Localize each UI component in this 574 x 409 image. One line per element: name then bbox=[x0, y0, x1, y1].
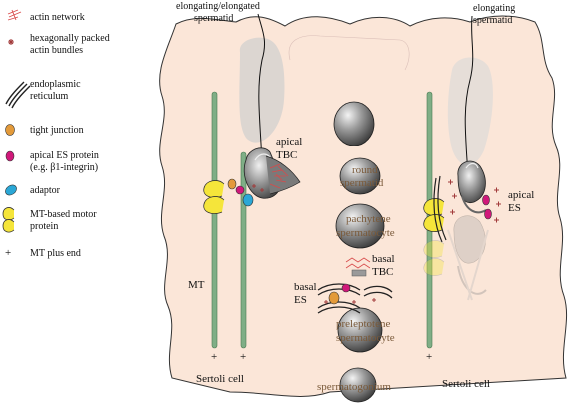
basal-tbc-label: TBC bbox=[372, 266, 393, 278]
right-apical-es-complex bbox=[423, 175, 501, 243]
spermatogonium-label: spermatogonium bbox=[317, 381, 391, 393]
legend-item-label: tight junction bbox=[30, 125, 84, 136]
elongating-cell-top bbox=[333, 101, 375, 147]
basal-es-label: basal bbox=[294, 281, 317, 293]
round-spermatid-label: round bbox=[352, 164, 378, 176]
mt-plus-end-icon: + bbox=[5, 247, 11, 259]
legend-icons bbox=[2, 9, 31, 233]
mt-label: MT bbox=[188, 279, 205, 291]
right-ghost-spermatid bbox=[423, 215, 489, 301]
basal-tbc-complex bbox=[345, 257, 371, 277]
mt-plus-end-marker: + bbox=[240, 351, 246, 363]
apical-es-label: ES bbox=[508, 202, 521, 214]
mt-motor-protein-icon bbox=[2, 207, 15, 233]
legend-item-label: protein bbox=[30, 221, 58, 232]
left-spermatid-flagellum bbox=[257, 13, 265, 163]
preleptotene-label: preleptotene bbox=[336, 318, 390, 330]
legend-item-label: reticulum bbox=[30, 91, 69, 102]
right-spermatid-head bbox=[457, 160, 487, 214]
pachytene-label: spermatocyte bbox=[336, 227, 395, 239]
sertoli-cell-label-left: Sertoli cell bbox=[196, 373, 244, 385]
legend-item-label: actin bundles bbox=[30, 45, 83, 56]
basal-tbc-label: basal bbox=[372, 253, 395, 265]
endoplasmic-reticulum-icon bbox=[5, 81, 31, 109]
apical-es-label: apical bbox=[508, 189, 534, 201]
sertoli-fold-boundary bbox=[288, 35, 410, 71]
hexagonal-actin-bundles-icon bbox=[8, 39, 14, 45]
germ-cell-column bbox=[333, 101, 385, 403]
sertoli-cell-label-right: Sertoli cell bbox=[442, 378, 490, 390]
spermatogonium-cell bbox=[339, 367, 377, 403]
adaptor-icon bbox=[5, 184, 17, 196]
legend-item-label: (e.g. β1-integrin) bbox=[30, 162, 98, 173]
legend-item-label: hexagonally packed bbox=[30, 33, 110, 44]
tight-junction-icon bbox=[5, 124, 15, 136]
top-right-spermatid-label: elongating bbox=[473, 3, 515, 14]
right-spermatid-shadow bbox=[447, 57, 493, 166]
basal-es-complex bbox=[317, 283, 393, 314]
top-right-spermatid-label: spermatid bbox=[473, 15, 512, 26]
actin-network-icon bbox=[7, 9, 22, 21]
apical-es-protein-icon bbox=[5, 150, 15, 162]
mt-plus-end-marker: + bbox=[211, 351, 217, 363]
right-spermatid-flagellum bbox=[464, 15, 474, 177]
top-left-spermatid-label: elongating/elongated bbox=[176, 1, 260, 12]
top-left-spermatid-label: spermatid bbox=[194, 13, 233, 24]
mt-plus-end-marker: + bbox=[426, 351, 432, 363]
microtubule-left-1 bbox=[211, 91, 218, 349]
apical-tbc-label: apical bbox=[276, 136, 302, 148]
legend-item-label: MT plus end bbox=[30, 248, 81, 259]
pachytene-label: pachytene bbox=[346, 213, 391, 225]
microtubule-left-2 bbox=[240, 151, 247, 349]
legend-item-label: endoplasmic bbox=[30, 79, 81, 90]
round-spermatid-label: spermatid bbox=[340, 177, 384, 189]
apical-tbc-actin bbox=[269, 163, 289, 189]
diagram-labels: elongating/elongated spermatid elongatin… bbox=[176, 1, 534, 393]
pachytene-spermatocyte-cell bbox=[335, 203, 385, 249]
preleptotene-label: spermatocyte bbox=[336, 332, 395, 344]
left-spermatid-shadow bbox=[239, 37, 285, 143]
round-spermatid-cell bbox=[339, 157, 381, 195]
legend-item-label: adaptor bbox=[30, 185, 61, 196]
legend-item-label: actin network bbox=[30, 12, 85, 23]
apical-tbc-label: TBC bbox=[276, 149, 297, 161]
legend-item-label: MT-based motor bbox=[30, 209, 97, 220]
left-apical-es-complex bbox=[203, 178, 264, 214]
preleptotene-spermatocyte-cell bbox=[337, 307, 383, 353]
basal-es-label: ES bbox=[294, 294, 307, 306]
legend-item-label: apical ES protein bbox=[30, 150, 99, 161]
legend: actin network hexagonally packed actin b… bbox=[5, 12, 110, 259]
